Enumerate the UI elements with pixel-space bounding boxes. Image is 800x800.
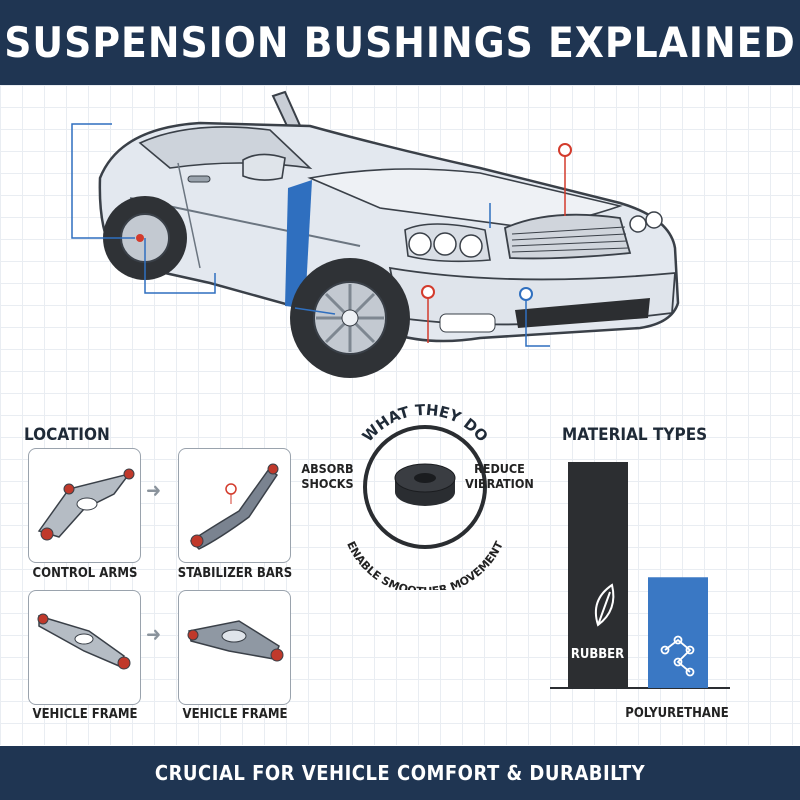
card-stabilizer-bars [178, 448, 291, 563]
reduce-line1: REDUCE [474, 461, 525, 476]
footer-text: CRUCIAL FOR VEHICLE COMFORT & DURABILTY [154, 761, 646, 785]
stabilizer-bar-icon [189, 463, 279, 550]
absorb-line1: ABSORB [301, 461, 354, 476]
polyurethane-label: POLYURETHANE [625, 706, 729, 721]
frame-arm-icon [37, 613, 131, 670]
absorb-line2: SHOCKS [301, 476, 354, 491]
card-label-stabilizer-bars: STABILIZER BARS [177, 566, 293, 581]
car-illustration [71, 90, 680, 378]
location-title: LOCATION [24, 425, 110, 445]
rubber-label: RUBBER [570, 647, 625, 662]
function-title: WHAT THEY DO [359, 401, 492, 446]
leaf-icon [594, 583, 615, 627]
svg-text:WHAT THEY DO: WHAT THEY DO [359, 401, 492, 446]
bar-polyurethane [648, 577, 708, 688]
footer-banner: CRUCIAL FOR VEHICLE COMFORT & DURABILTY [0, 746, 800, 800]
control-arm-icon [37, 468, 135, 541]
card-label-vehicle-frame-1: VEHICLE FRAME [32, 707, 138, 722]
materials-title: MATERIAL TYPES [562, 425, 708, 445]
reduce-vibration-label: REDUCE VIBRATION [462, 461, 537, 491]
arrow-right-icon: ➜ [146, 478, 162, 502]
card-vehicle-frame-2 [178, 590, 291, 705]
card-control-arms [28, 448, 141, 563]
card-label-vehicle-frame-2: VEHICLE FRAME [182, 707, 288, 722]
bar-rubber [568, 462, 628, 688]
card-vehicle-frame-1 [28, 590, 141, 705]
arrow-right-icon: ➜ [146, 622, 162, 646]
absorb-shocks-label: ABSORB SHOCKS [300, 461, 355, 491]
card-label-control-arms: CONTROL ARMS [32, 566, 138, 581]
header-banner: SUSPENSION BUSHINGS EXPLAINED [0, 0, 800, 85]
page-title: SUSPENSION BUSHINGS EXPLAINED [4, 18, 796, 67]
function-diagram: WHAT THEY DO ENABLE SMOOTHER MOVEMENT [344, 401, 506, 590]
reduce-line2: VIBRATION [465, 476, 534, 491]
frame-assembly-icon [187, 620, 284, 662]
molecule-icon [660, 635, 695, 677]
materials-chart [550, 462, 730, 689]
